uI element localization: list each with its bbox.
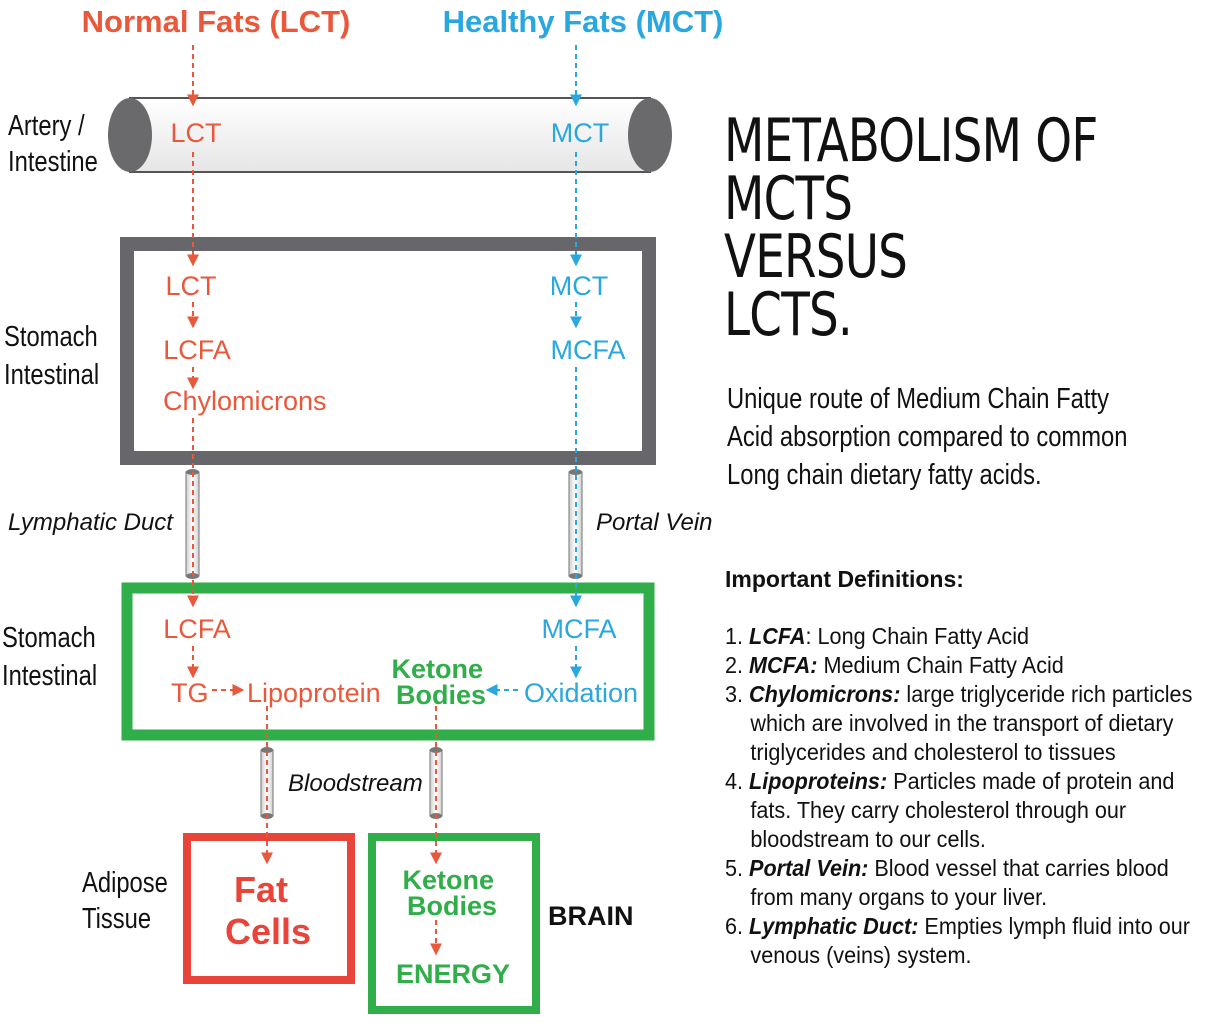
definition-item: 1. LCFA: Long Chain Fatty Acid <box>725 623 1030 649</box>
intestinal-mcfa: MCFA <box>541 614 616 644</box>
brain-box <box>368 833 540 1014</box>
lct-source-label: Normal Fats (LCT) <box>82 4 351 39</box>
intestinal-ketone-bodies: Ketone Bodies <box>391 654 490 710</box>
mct-flow-arrows <box>485 45 582 696</box>
stomach-chylomicrons: Chylomicrons <box>163 386 327 416</box>
intestinal-box-green <box>121 582 655 741</box>
lct-flow-arrows <box>187 45 442 956</box>
definition-item: 5. Portal Vein: Blood vessel that carrie… <box>725 855 1169 910</box>
stomach-mct: MCT <box>550 271 608 301</box>
stomach-lcfa: LCFA <box>163 335 231 365</box>
stomach-box-gray <box>120 237 656 465</box>
definitions-heading: Important Definitions: <box>725 566 964 592</box>
brain-ketone-bodies: Ketone Bodies <box>402 865 501 921</box>
brain-energy: ENERGY <box>396 959 510 989</box>
stomach-mcfa: MCFA <box>550 335 625 365</box>
artery-lct: LCT <box>170 118 221 148</box>
artery-mct: MCT <box>551 118 609 148</box>
intestinal-lcfa: LCFA <box>163 614 231 644</box>
subtitle: Unique route of Medium Chain Fatty Acid … <box>727 380 1216 494</box>
adipose-label: Adipose Tissue <box>82 866 174 935</box>
definition-item: 4. Lipoproteins: Particles made of prote… <box>725 768 1175 852</box>
definitions-list: 1. LCFA: Long Chain Fatty Acid 2. MCFA: … <box>725 622 1214 970</box>
title-block: METABOLISM OF MCTS VERSUS LCTS. <box>724 106 1214 350</box>
intestinal-lipoprotein: Lipoprotein <box>247 678 381 708</box>
fat-cells-text: Fat Cells <box>225 869 311 952</box>
fat-cells-box <box>183 833 355 984</box>
lymphatic-duct-label: Lymphatic Duct <box>8 509 174 536</box>
page-title-line-1: METABOLISM OF <box>724 106 1098 176</box>
stomach-label-bottom: Stomach Intestinal <box>2 621 102 692</box>
subtitle-line-1: Unique route of Medium Chain Fatty <box>727 383 1109 415</box>
page-title-line-4: LCTS. <box>724 280 853 350</box>
subtitle-line-2: Acid absorption compared to common <box>727 421 1128 453</box>
page-title-line-2: MCTS <box>724 164 853 234</box>
mct-source-label: Healthy Fats (MCT) <box>443 4 724 39</box>
subtitle-line-3: Long chain dietary fatty acids. <box>727 459 1042 491</box>
definition-item: 2. MCFA: Medium Chain Fatty Acid <box>725 652 1064 678</box>
stomach-lct: LCT <box>165 271 216 301</box>
brain-label: BRAIN <box>548 901 634 931</box>
stomach-label-top: Stomach Intestinal <box>4 320 104 391</box>
intestinal-tg: TG <box>171 678 209 708</box>
definition-item: 3. Chylomicrons: large triglyceride rich… <box>725 681 1193 765</box>
intestinal-oxidation: Oxidation <box>524 678 638 708</box>
artery-label: Artery / Intestine <box>8 109 98 178</box>
page-title-line-3: VERSUS <box>724 222 908 292</box>
definition-item: 6. Lymphatic Duct: Empties lymph fluid i… <box>725 913 1190 968</box>
bloodstream-label: Bloodstream <box>288 770 423 797</box>
artery-cylinder <box>108 97 672 173</box>
portal-vein-label: Portal Vein <box>596 509 713 536</box>
